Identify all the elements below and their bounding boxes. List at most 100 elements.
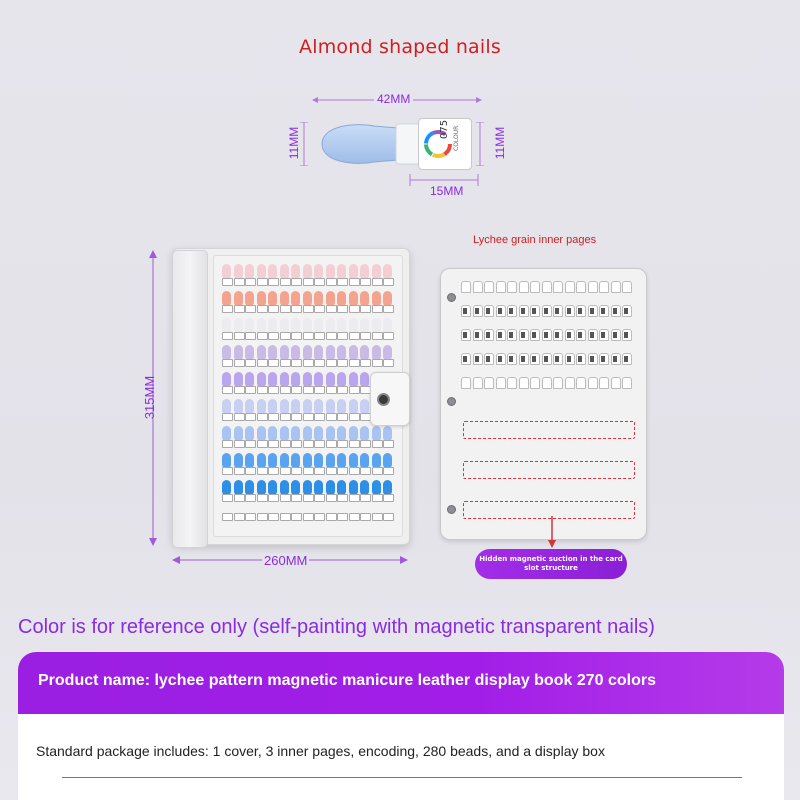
nail-swatch bbox=[348, 291, 358, 306]
swatch-row bbox=[222, 264, 394, 286]
swatch-tag bbox=[337, 440, 348, 448]
nail-swatch bbox=[302, 264, 312, 279]
nail-swatch bbox=[268, 453, 277, 468]
swatch-tag bbox=[291, 386, 302, 394]
swatch-tag bbox=[360, 332, 371, 340]
swatch-row bbox=[222, 507, 394, 527]
swatch-tag bbox=[371, 332, 383, 340]
card-slot bbox=[463, 421, 635, 439]
nail-swatch bbox=[348, 480, 358, 495]
nail-swatch bbox=[291, 264, 300, 279]
nail-swatch bbox=[222, 345, 231, 360]
swatch-tag bbox=[245, 467, 256, 475]
slot-clip bbox=[486, 308, 490, 314]
slot-clip bbox=[486, 356, 490, 362]
nail-swatch bbox=[337, 480, 346, 495]
slot-clip bbox=[532, 332, 536, 338]
swatch-row bbox=[222, 372, 394, 394]
slot-clip bbox=[624, 356, 628, 362]
nail-swatch bbox=[360, 318, 369, 333]
swatch-tag bbox=[291, 332, 302, 340]
nail-swatch bbox=[325, 399, 335, 414]
binder-hole-icon bbox=[447, 293, 456, 302]
nail-swatch bbox=[302, 480, 312, 495]
slot-clip bbox=[566, 308, 571, 314]
swatch-tag bbox=[291, 413, 302, 421]
nail-swatch bbox=[383, 480, 392, 495]
swatch-row bbox=[222, 345, 394, 367]
swatch-tag bbox=[256, 386, 268, 394]
nail-swatch bbox=[383, 291, 392, 306]
swatch-tag bbox=[279, 513, 291, 521]
swatch-tag bbox=[348, 305, 360, 313]
swatch-tag bbox=[383, 467, 394, 475]
swatch-tag bbox=[291, 513, 302, 521]
swatch-tag bbox=[268, 386, 279, 394]
nail-swatch bbox=[222, 291, 231, 306]
swatch-tag bbox=[302, 332, 314, 340]
nail-swatch bbox=[222, 372, 231, 387]
swatch-tag bbox=[245, 278, 256, 286]
swatch-tag bbox=[325, 332, 337, 340]
nail-swatch bbox=[279, 399, 289, 414]
nail-swatch bbox=[256, 291, 266, 306]
swatch-tag bbox=[348, 467, 360, 475]
snap-button-icon bbox=[377, 393, 390, 406]
swatch-tag bbox=[233, 467, 245, 475]
nail-slot bbox=[461, 281, 471, 293]
nail-swatch bbox=[268, 480, 277, 495]
tag-number: 075 bbox=[439, 119, 450, 139]
swatch-tag bbox=[233, 332, 245, 340]
nail-swatch bbox=[348, 372, 358, 387]
nail-swatch bbox=[291, 453, 300, 468]
swatch-tag bbox=[268, 359, 279, 367]
swatch-tag bbox=[302, 467, 314, 475]
swatch-tag bbox=[383, 305, 394, 313]
swatch-tag bbox=[245, 386, 256, 394]
slot-clip bbox=[624, 332, 628, 338]
swatch-tag bbox=[302, 413, 314, 421]
nail-swatch bbox=[314, 345, 323, 360]
swatch-tag bbox=[233, 494, 245, 502]
product-card: Product name: lychee pattern magnetic ma… bbox=[18, 652, 784, 800]
reference-note: Color is for reference only (self-painti… bbox=[18, 616, 655, 638]
nail-swatch bbox=[371, 264, 381, 279]
slot-clip bbox=[612, 332, 617, 338]
swatch-tag bbox=[268, 278, 279, 286]
swatch-tag bbox=[383, 494, 394, 502]
nail-swatch bbox=[233, 372, 243, 387]
swatch-tag bbox=[233, 305, 245, 313]
book-height-label: 315MM bbox=[142, 375, 158, 420]
nail-swatch bbox=[348, 345, 358, 360]
swatch-tag bbox=[325, 413, 337, 421]
page-title: Almond shaped nails bbox=[299, 36, 501, 58]
swatch-tag bbox=[268, 440, 279, 448]
swatch-tag bbox=[337, 513, 348, 521]
swatch-tag bbox=[325, 359, 337, 367]
nail-swatch bbox=[233, 318, 243, 333]
nail-swatch bbox=[268, 264, 277, 279]
nail-swatch bbox=[233, 264, 243, 279]
slot-clip bbox=[601, 332, 605, 338]
nail-swatch bbox=[291, 345, 300, 360]
swatch-tag bbox=[348, 386, 360, 394]
swatch-tag bbox=[256, 440, 268, 448]
nail-tip-diagram: 42MM 075 COLOUR 11MM 11MM bbox=[287, 90, 510, 200]
swatch-tag bbox=[348, 494, 360, 502]
swatch-tag bbox=[256, 413, 268, 421]
nail-swatch bbox=[302, 399, 312, 414]
swatch-tag bbox=[222, 332, 233, 340]
nail-slot bbox=[622, 377, 632, 389]
nail-slot bbox=[518, 377, 529, 389]
swatch-tag bbox=[325, 467, 337, 475]
swatch-tag bbox=[337, 413, 348, 421]
nail-swatch bbox=[291, 399, 300, 414]
swatch-tag bbox=[337, 305, 348, 313]
swatch-tag bbox=[348, 513, 360, 521]
nail-swatch bbox=[291, 372, 300, 387]
swatch-tag bbox=[360, 278, 371, 286]
nail-slot bbox=[587, 377, 598, 389]
nail-swatch bbox=[383, 264, 392, 279]
slot-clip bbox=[555, 308, 559, 314]
swatch-tag bbox=[314, 413, 325, 421]
